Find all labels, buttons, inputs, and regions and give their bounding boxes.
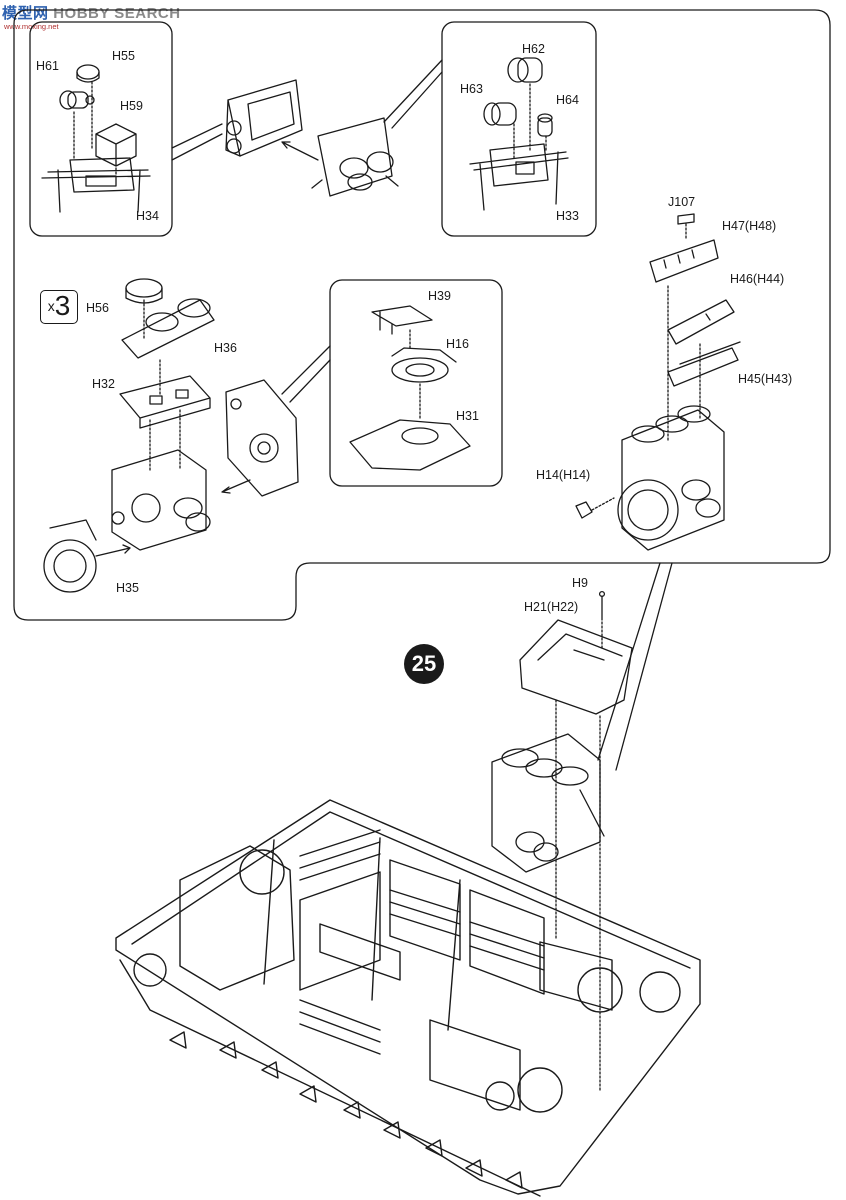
arrow-lines-right bbox=[513, 83, 547, 161]
callout-left bbox=[171, 123, 223, 161]
label-h46: H46(H44) bbox=[730, 272, 784, 286]
part-gearbox-left bbox=[111, 449, 211, 551]
part-h32 bbox=[119, 375, 211, 429]
label-h31: H31 bbox=[456, 409, 479, 423]
part-h34 bbox=[41, 157, 151, 213]
part-gear-pair-top bbox=[311, 117, 399, 197]
part-h21 bbox=[519, 619, 633, 715]
part-h16 bbox=[391, 347, 457, 383]
part-h39 bbox=[371, 305, 433, 335]
arrow-left-main bbox=[221, 479, 251, 494]
label-h47: H47(H48) bbox=[722, 219, 776, 233]
label-h64: H64 bbox=[556, 93, 579, 107]
watermark: 模型网 HOBBY SEARCH bbox=[2, 2, 181, 23]
part-h55 bbox=[76, 64, 100, 83]
label-h55: H55 bbox=[112, 49, 135, 63]
part-h47 bbox=[649, 239, 719, 283]
part-h36 bbox=[121, 298, 215, 359]
label-h63: H63 bbox=[460, 82, 483, 96]
label-h35: H35 bbox=[116, 581, 139, 595]
watermark-site: www.moxing.net bbox=[4, 22, 59, 31]
label-j107: J107 bbox=[668, 195, 695, 209]
multiplier-x: x bbox=[47, 298, 55, 314]
label-h36: H36 bbox=[214, 341, 237, 355]
part-h63 bbox=[483, 102, 517, 126]
label-h39: H39 bbox=[428, 289, 451, 303]
inset-box-left bbox=[29, 21, 173, 237]
label-h32: H32 bbox=[92, 377, 115, 391]
arrow-lines-left-main bbox=[143, 299, 181, 471]
inset-box-center bbox=[329, 279, 503, 487]
part-cover-plate-left bbox=[225, 379, 299, 497]
arrow-lines-left bbox=[73, 81, 117, 177]
hull bbox=[115, 799, 701, 1197]
label-h33: H33 bbox=[556, 209, 579, 223]
part-engine-assembled bbox=[491, 733, 605, 873]
label-h16: H16 bbox=[446, 337, 469, 351]
label-h56: H56 bbox=[86, 301, 109, 315]
label-h45: H45(H43) bbox=[738, 372, 792, 386]
part-h33 bbox=[469, 143, 569, 211]
part-h31 bbox=[349, 419, 471, 471]
step-number-badge: 25 bbox=[404, 644, 444, 684]
assembly-arrow-top bbox=[281, 141, 319, 161]
label-h62: H62 bbox=[522, 42, 545, 56]
part-h64 bbox=[537, 113, 553, 137]
arrow-h35 bbox=[95, 544, 131, 557]
arrow-lines-col bbox=[667, 223, 701, 441]
part-h59 bbox=[95, 123, 137, 167]
part-engine-right bbox=[617, 405, 725, 551]
callout-right bbox=[383, 59, 443, 129]
label-h34: H34 bbox=[136, 209, 159, 223]
multiplier-count: 3 bbox=[54, 290, 71, 321]
watermark-cn: 模型网 bbox=[2, 5, 49, 22]
main-frame bbox=[13, 9, 831, 621]
part-h61 bbox=[59, 90, 95, 110]
callout-center bbox=[281, 345, 331, 403]
label-h14: H14(H14) bbox=[536, 468, 590, 482]
part-h46 bbox=[667, 299, 735, 345]
arrow-lines-center bbox=[409, 329, 421, 421]
part-h56 bbox=[125, 278, 163, 304]
part-h31-ring bbox=[401, 427, 439, 445]
part-h62 bbox=[507, 57, 543, 83]
watermark-brand: HOBBY SEARCH bbox=[53, 5, 181, 22]
multiplier-box: x3 bbox=[40, 290, 78, 324]
inset-box-right bbox=[441, 21, 597, 237]
arrow-h14 bbox=[591, 497, 615, 511]
part-h45 bbox=[667, 341, 741, 387]
part-h14 bbox=[575, 501, 593, 519]
part-engine-block-top bbox=[225, 79, 303, 157]
part-h35 bbox=[43, 519, 97, 593]
label-h9: H9 bbox=[572, 576, 588, 590]
label-h61: H61 bbox=[36, 59, 59, 73]
part-j107 bbox=[677, 213, 695, 225]
label-h21: H21(H22) bbox=[524, 600, 578, 614]
callout-bottom bbox=[597, 562, 673, 771]
label-h59: H59 bbox=[120, 99, 143, 113]
